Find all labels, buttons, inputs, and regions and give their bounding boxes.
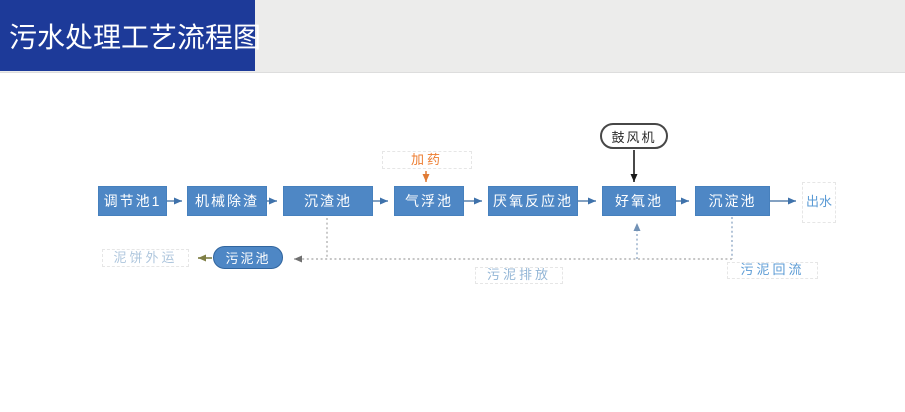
label-sludge-cake-out: 泥饼外运: [102, 249, 189, 267]
page-title-bar: 污水处理工艺流程图: [0, 0, 261, 71]
label-dosing: 加药: [382, 151, 472, 169]
node-grit-tank: 沉渣池: [283, 186, 373, 216]
node-regulating-tank: 调节池1: [98, 186, 167, 216]
node-sludge-tank: 污泥池: [213, 246, 283, 269]
label-effluent: 出水: [802, 182, 836, 223]
node-sedimentation-tank: 沉淀池: [695, 186, 770, 216]
node-mechanical-screening: 机械除渣: [187, 186, 267, 216]
node-blower: 鼓风机: [600, 123, 668, 149]
node-anaerobic-reactor: 厌氧反应池: [488, 186, 578, 216]
label-sludge-discharge: 污泥排放: [475, 267, 563, 284]
label-sludge-return: 污泥回流: [727, 262, 818, 279]
node-air-flotation-tank: 气浮池: [394, 186, 464, 216]
page-title: 污水处理工艺流程图: [9, 21, 262, 53]
node-aerobic-tank: 好氧池: [602, 186, 676, 216]
